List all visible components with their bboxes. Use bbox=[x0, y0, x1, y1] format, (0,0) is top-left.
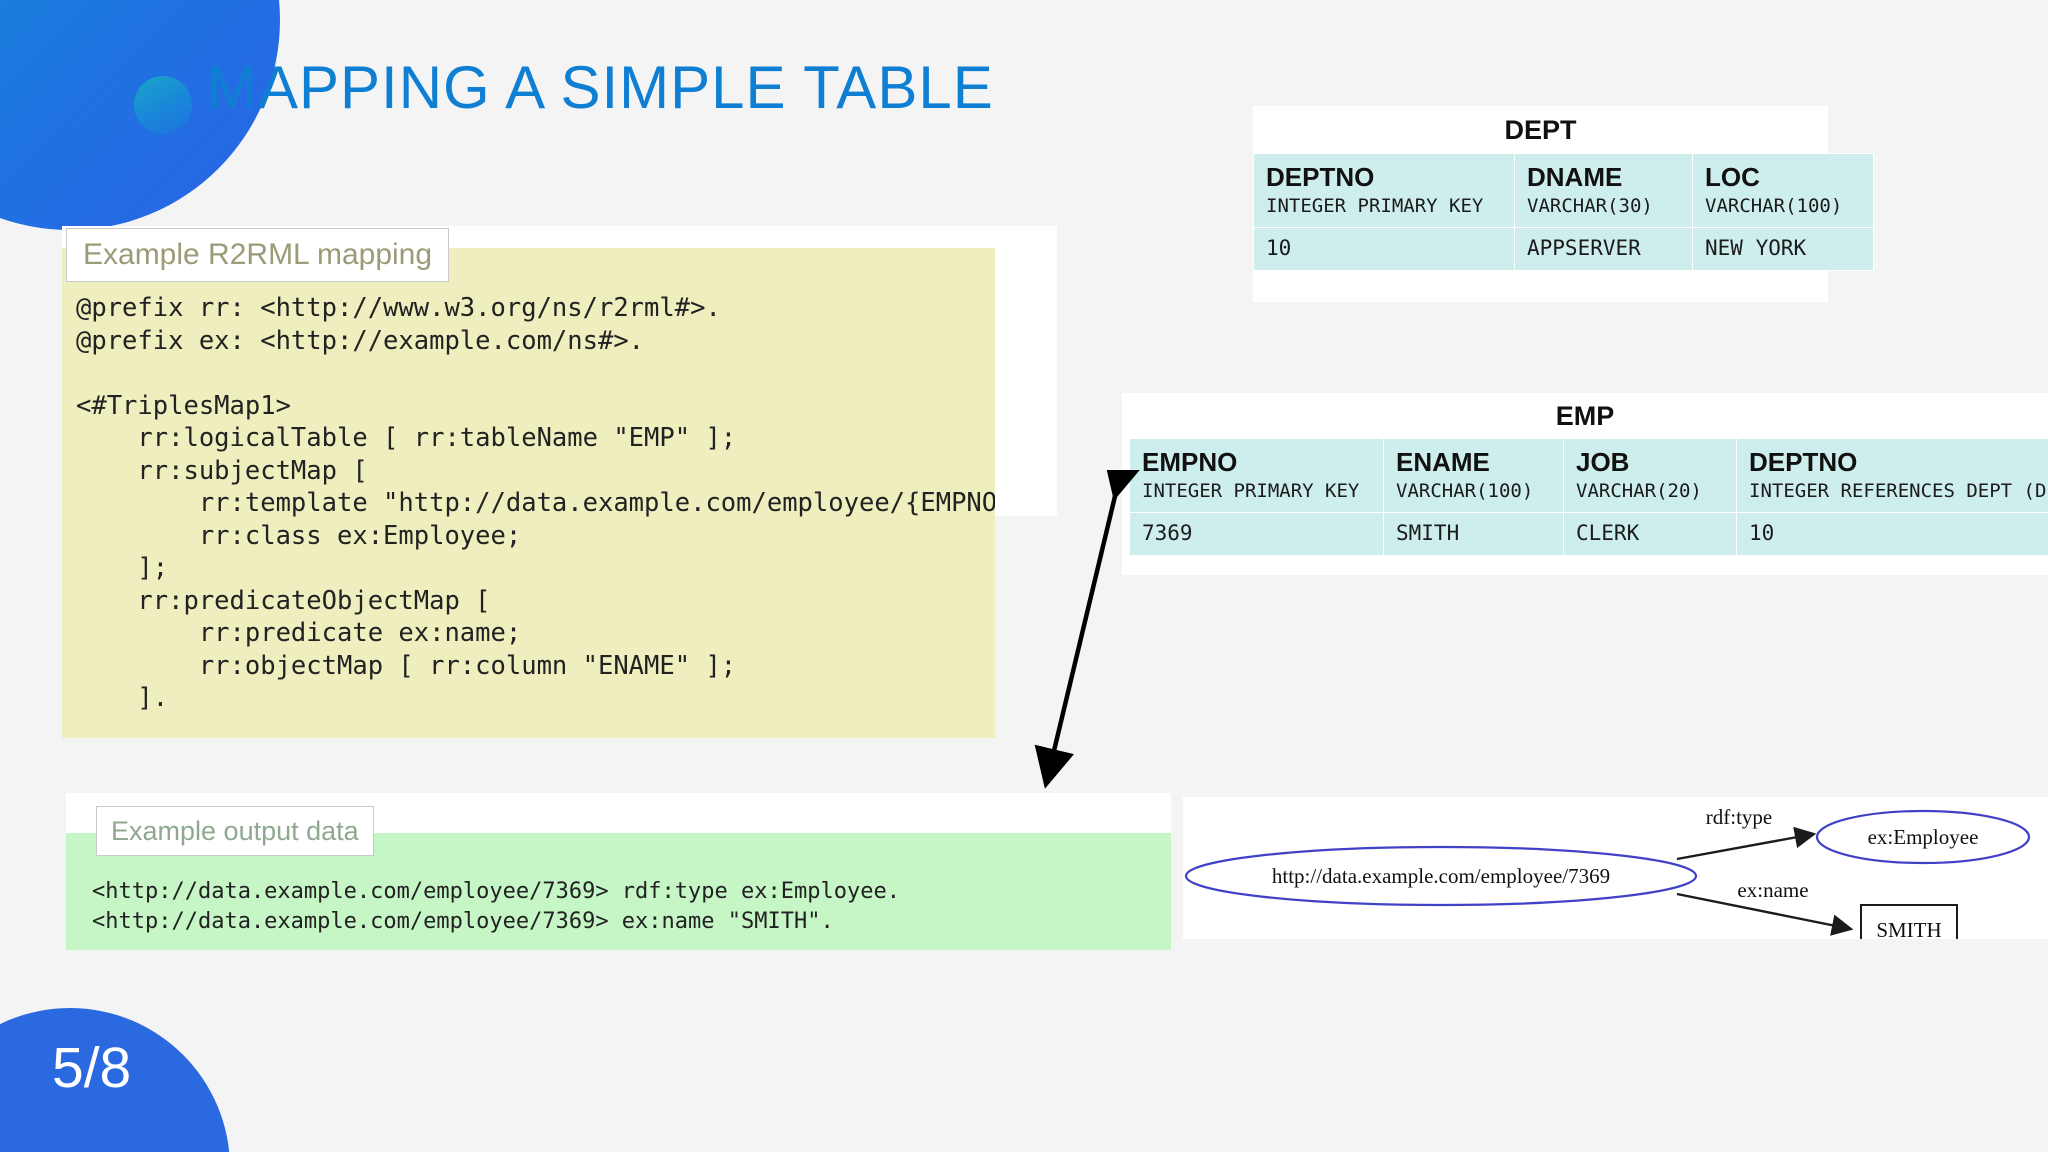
cell-value: CLERK bbox=[1576, 521, 1640, 545]
column-type: VARCHAR(20) bbox=[1576, 480, 1702, 502]
rdf-type-edge-label: rdf:type bbox=[1706, 805, 1772, 829]
rdf-class-label: ex:Employee bbox=[1868, 825, 1979, 849]
table-header-cell: DEPTNO INTEGER PRIMARY KEY bbox=[1253, 153, 1515, 228]
rdf-literal-label: SMITH bbox=[1876, 918, 1941, 939]
column-name: DNAME bbox=[1527, 162, 1623, 192]
cell-value: APPSERVER bbox=[1527, 236, 1641, 260]
connector-line bbox=[1034, 470, 1144, 789]
cell-value: 7369 bbox=[1142, 521, 1193, 545]
emp-table-caption: EMP bbox=[1555, 401, 1615, 431]
page-title: MAPPING A SIMPLE TABLE bbox=[207, 54, 994, 121]
table-header-cell: ENAME VARCHAR(100) bbox=[1383, 438, 1564, 513]
column-type: VARCHAR(100) bbox=[1705, 195, 1843, 217]
table-header-cell: EMPNO INTEGER PRIMARY KEY bbox=[1129, 438, 1384, 513]
table-cell: 10 bbox=[1736, 512, 2048, 556]
table-header-cell: LOC VARCHAR(100) bbox=[1692, 153, 1874, 228]
table-cell: APPSERVER bbox=[1514, 227, 1693, 271]
rdf-type-edge-line bbox=[1676, 826, 1817, 861]
column-type: VARCHAR(30) bbox=[1527, 195, 1653, 217]
circle-bullet-icon bbox=[134, 76, 192, 134]
rdf-class-node bbox=[1815, 809, 2031, 865]
column-type: INTEGER PRIMARY KEY bbox=[1266, 195, 1484, 217]
cell-value: SMITH bbox=[1396, 521, 1460, 545]
column-name: LOC bbox=[1705, 162, 1760, 192]
table-header-cell: JOB VARCHAR(20) bbox=[1563, 438, 1737, 513]
column-name: EMPNO bbox=[1142, 447, 1238, 477]
dept-table: DEPTNO INTEGER PRIMARY KEY DNAME VARCHAR… bbox=[1253, 153, 1874, 271]
column-type: INTEGER REFERENCES DEPT (DEPTNO) bbox=[1749, 480, 2048, 502]
table-cell: CLERK bbox=[1563, 512, 1737, 556]
table-row: 10 APPSERVER NEW YORK bbox=[1253, 227, 1874, 271]
column-name: DEPTNO bbox=[1266, 162, 1375, 192]
table-row: 7369 SMITH CLERK 10 bbox=[1129, 512, 2048, 556]
table-cell: NEW YORK bbox=[1692, 227, 1874, 271]
cell-value: NEW YORK bbox=[1705, 236, 1807, 260]
rdf-graph-card: http://data.example.com/employee/7369 ex… bbox=[1183, 797, 2048, 939]
emp-table-card: EMP EMPNO INTEGER PRIMARY KEY ENAME VARC… bbox=[1122, 393, 2048, 575]
mapping-to-emp-connector-arrow bbox=[1034, 470, 1144, 789]
output-code-text: <http://data.example.com/employee/7369> … bbox=[92, 879, 900, 934]
table-header-row: DEPTNO INTEGER PRIMARY KEY DNAME VARCHAR… bbox=[1253, 153, 1874, 228]
output-panel-legend: Example output data bbox=[96, 806, 374, 856]
rdf-subject-node bbox=[1184, 845, 1698, 907]
column-type: INTEGER PRIMARY KEY bbox=[1142, 480, 1360, 502]
cell-value: 10 bbox=[1749, 521, 1775, 545]
mapping-panel-legend: Example R2RML mapping bbox=[66, 228, 450, 282]
table-cell: SMITH bbox=[1383, 512, 1564, 556]
dept-table-caption: DEPT bbox=[1504, 115, 1577, 145]
rdf-subject-label: http://data.example.com/employee/7369 bbox=[1272, 864, 1610, 888]
rdf-name-edge-label: ex:name bbox=[1737, 878, 1808, 902]
column-type: VARCHAR(100) bbox=[1396, 480, 1534, 502]
rdf-literal-node bbox=[1860, 904, 1958, 939]
table-header-cell: DNAME VARCHAR(30) bbox=[1514, 153, 1693, 228]
emp-table: EMPNO INTEGER PRIMARY KEY ENAME VARCHAR(… bbox=[1129, 438, 2048, 556]
mapping-code-panel: @prefix rr: <http://www.w3.org/ns/r2rml#… bbox=[62, 248, 995, 738]
column-name: ENAME bbox=[1396, 447, 1490, 477]
rdf-name-edge-line bbox=[1676, 892, 1854, 936]
mapping-code-text: @prefix rr: <http://www.w3.org/ns/r2rml#… bbox=[76, 293, 995, 713]
rdf-graph-svg: http://data.example.com/employee/7369 ex… bbox=[1184, 805, 2031, 939]
table-cell: 7369 bbox=[1129, 512, 1384, 556]
page-number: 5/8 bbox=[52, 1036, 132, 1100]
column-name: JOB bbox=[1576, 447, 1630, 477]
table-header-row: EMPNO INTEGER PRIMARY KEY ENAME VARCHAR(… bbox=[1129, 438, 2048, 513]
table-cell: 10 bbox=[1253, 227, 1515, 271]
table-header-cell: DEPTNO INTEGER REFERENCES DEPT (DEPTNO) bbox=[1736, 438, 2048, 513]
cell-value: 10 bbox=[1266, 236, 1292, 260]
column-name: DEPTNO bbox=[1749, 447, 1858, 477]
output-code-panel: <http://data.example.com/employee/7369> … bbox=[66, 833, 1171, 950]
dept-table-card: DEPT DEPTNO INTEGER PRIMARY KEY DNAME VA… bbox=[1253, 106, 1874, 302]
